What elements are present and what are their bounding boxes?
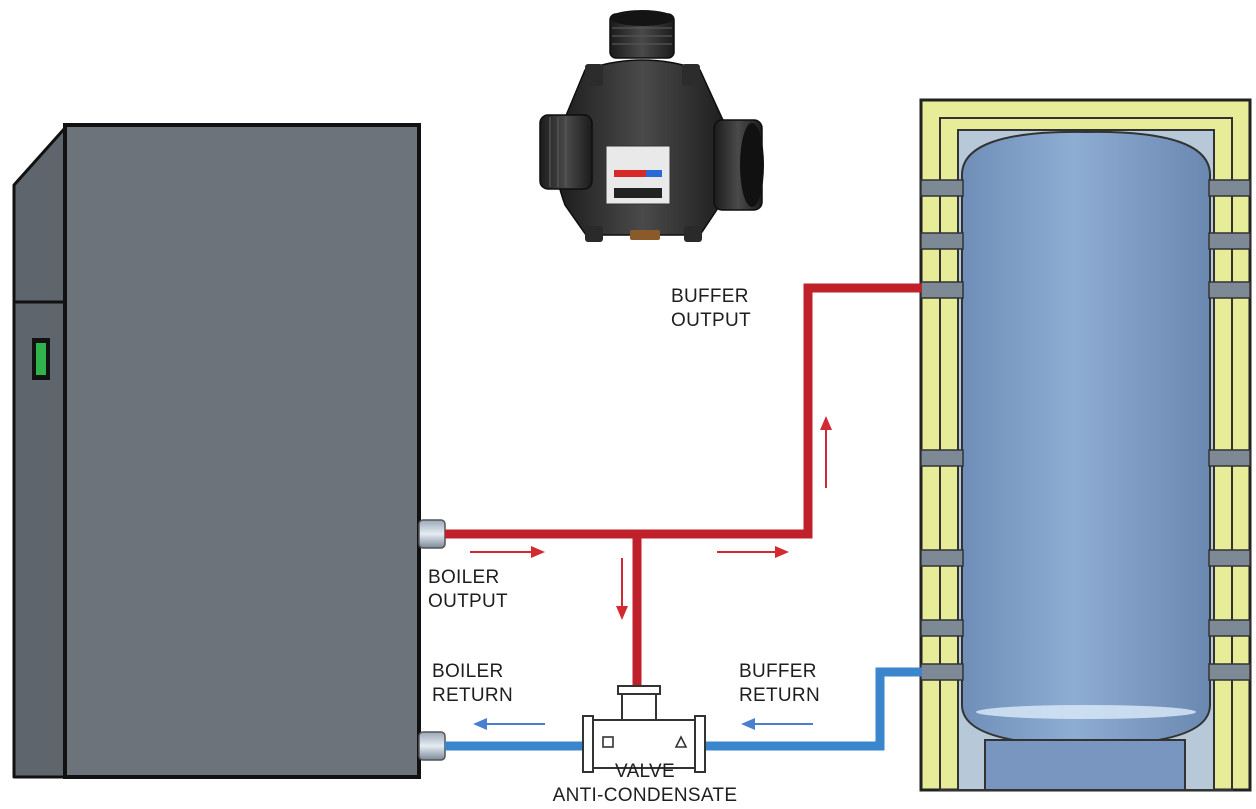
three-way-valve-icon xyxy=(539,10,764,242)
label-boiler-return-line1: BOILER xyxy=(432,661,504,682)
boiler-body xyxy=(63,123,421,779)
label-buffer-output-line2: OUTPUT xyxy=(671,310,751,331)
boiler-output-pipe xyxy=(445,283,922,539)
boiler-side-panel xyxy=(12,126,67,779)
flow-arrows xyxy=(470,416,832,730)
tank-bands xyxy=(920,179,1251,681)
label-boiler-output-line2: OUTPUT xyxy=(428,591,508,612)
tee-valve-icon xyxy=(582,685,706,773)
hot-pipes xyxy=(445,283,922,688)
label-buffer-output: BUFFER OUTPUT xyxy=(671,285,751,333)
label-boiler-output: BOILER OUTPUT xyxy=(428,566,508,614)
arrow-up-icon xyxy=(820,416,832,488)
buffer-return-pipe xyxy=(700,667,922,751)
arrow-right-icon xyxy=(470,546,545,558)
label-valve-line1: VALVE xyxy=(615,761,675,782)
arrow-left-icon xyxy=(473,718,545,730)
arrow-down-icon xyxy=(616,558,628,620)
boiler xyxy=(12,123,446,779)
label-buffer-return-line1: BUFFER xyxy=(739,661,817,682)
label-boiler-output-line1: BOILER xyxy=(428,567,500,588)
label-buffer-return: BUFFER RETURN xyxy=(739,660,820,708)
arrow-right-icon xyxy=(717,546,789,558)
buffer-tank xyxy=(919,98,1252,792)
tank-cylinder xyxy=(961,130,1211,747)
arrow-left-icon xyxy=(741,718,813,730)
label-valve-line2: ANTI-CONDENSATE xyxy=(552,785,738,806)
label-valve: VALVE ANTI-CONDENSATE xyxy=(540,760,750,808)
label-buffer-output-line1: BUFFER xyxy=(671,286,749,307)
boiler-return-stub xyxy=(418,731,446,761)
label-boiler-return: BOILER RETURN xyxy=(432,660,513,708)
label-buffer-return-line2: RETURN xyxy=(739,685,820,706)
cold-pipes xyxy=(445,667,922,751)
label-boiler-return-line2: RETURN xyxy=(432,685,513,706)
boiler-output-stub xyxy=(418,519,446,549)
